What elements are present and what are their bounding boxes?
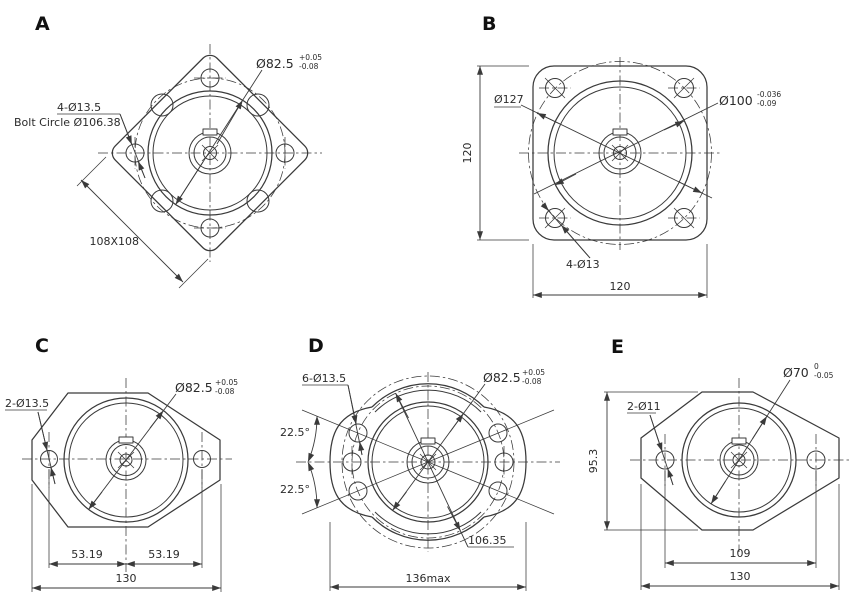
flange-outline-d (296, 372, 560, 552)
panel-b-letter: B (482, 13, 497, 35)
width-dim-label-e: 130 (730, 570, 751, 583)
pilot-diameter-label-b: Ø100 (719, 93, 753, 108)
panel-a: A Ø82.5 +0.05 (14, 13, 322, 289)
bolt-circle-label-a: Bolt Circle Ø106.38 (14, 116, 121, 129)
pilot-diameter-label-c: Ø82.5 (175, 380, 213, 395)
pilot-tolerance-upper-e: 0 (814, 362, 819, 371)
width-dim-label-b: 120 (610, 280, 631, 293)
bolt-holes-label-d: 6-Ø13.5 (302, 372, 346, 385)
panel-e: E Ø70 0 -0.05 2-Ø11 (587, 336, 850, 590)
bolt-holes-label-c: 2-Ø13.5 (5, 397, 49, 410)
dimensions-b: Ø127 Ø100 -0.036 -0.09 4-Ø13 120 120 (461, 65, 781, 298)
flange-outline-a (98, 44, 322, 262)
pilot-tolerance-upper-b: -0.036 (757, 90, 781, 99)
pilot-tolerance-upper-a: +0.05 (299, 53, 322, 62)
bolt-holes-label-a: 4-Ø13.5 (57, 101, 101, 114)
pilot-diameter-label-e: Ø70 (783, 365, 809, 380)
pilot-tolerance-lower-c: -0.08 (215, 387, 235, 396)
pilot-tolerance-lower-d: -0.08 (522, 377, 542, 386)
panel-d-letter: D (308, 335, 325, 357)
bolt-holes-label-e: 2-Ø11 (627, 400, 661, 413)
hole-span-dim-label-e: 109 (730, 547, 751, 560)
pilot-diameter-label-d: Ø82.5 (483, 370, 521, 385)
pilot-tolerance-upper-c: +0.05 (215, 378, 238, 387)
flange-outline-e (630, 378, 850, 552)
bolt-holes-label-b: 4-Ø13 (566, 258, 600, 271)
panel-a-letter: A (35, 13, 51, 35)
panel-d: D (280, 335, 560, 591)
width-dim-label-d: 136max (406, 572, 451, 585)
panel-e-letter: E (611, 336, 625, 358)
panel-c: C 2-Ø13.5 Ø82.5 +0.05 -0. (5, 335, 238, 592)
width-dim-label-c: 130 (116, 572, 137, 585)
angle-lower-label-d: 22.5° (280, 483, 310, 496)
angle-upper-label-d: 22.5° (280, 426, 310, 439)
pilot-tolerance-lower-a: -0.08 (299, 62, 319, 71)
flange-outline-b (519, 57, 721, 250)
pilot-tolerance-upper-d: +0.05 (522, 368, 545, 377)
square-size-label-a: 108X108 (89, 235, 139, 248)
flange-outline-c (22, 378, 232, 572)
dimensions-a: Ø82.5 +0.05 -0.08 4-Ø13.5 Bolt Circle Ø1… (14, 53, 322, 289)
dimensions-d: 22.5° 22.5° 6-Ø13.5 Ø82.5 +0.05 -0.08 10… (280, 368, 545, 591)
dimensions-c: 2-Ø13.5 Ø82.5 +0.05 -0.08 53.19 53.19 13… (5, 378, 238, 592)
pilot-diameter-label-a: Ø82.5 (256, 56, 294, 71)
panel-b: B Ø127 Ø1 (461, 13, 781, 298)
panel-c-letter: C (35, 335, 50, 357)
pilot-tolerance-lower-e: -0.05 (814, 371, 834, 380)
pilot-tolerance-lower-b: -0.09 (757, 99, 777, 108)
bolt-circle-label-b: Ø127 (494, 93, 524, 106)
bolt-circle-label-d: 106.35 (468, 534, 507, 547)
hole-offset-left-label-c: 53.19 (71, 548, 103, 561)
height-dim-label-e: 95.3 (587, 449, 600, 474)
hole-offset-right-label-c: 53.19 (148, 548, 180, 561)
height-dim-label-b: 120 (461, 143, 474, 164)
dimensions-e: Ø70 0 -0.05 2-Ø11 95.3 109 130 (587, 362, 840, 590)
